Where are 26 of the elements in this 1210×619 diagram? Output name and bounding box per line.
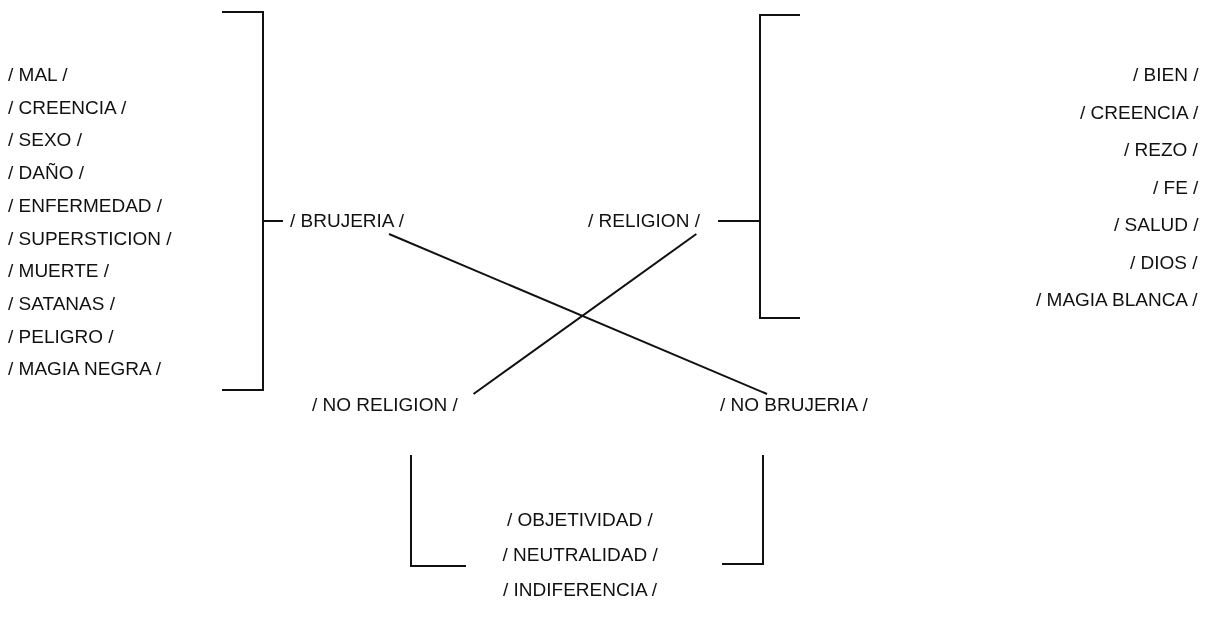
term-label: / BRUJERIA /: [290, 210, 405, 232]
list-item: / INDIFERENCIA /: [503, 579, 658, 601]
term-label: / NO RELIGION /: [312, 394, 458, 416]
term-label: / RELIGION /: [588, 210, 700, 232]
list-item: / REZO /: [1124, 139, 1198, 161]
list-item: / MAL /: [8, 64, 68, 86]
list-item: / CREENCIA /: [1080, 101, 1199, 124]
list-item: / SUPERSTICION /: [8, 227, 172, 250]
list-item: / DAÑO /: [8, 162, 84, 185]
list-item: / MAGIA BLANCA /: [1036, 289, 1198, 311]
list-item: / NEUTRALIDAD /: [502, 544, 658, 566]
list-item: / SATANAS /: [8, 292, 115, 315]
list-item: / ENFERMEDAD /: [8, 194, 163, 217]
list-item: / SEXO /: [8, 129, 82, 152]
list-item: / MUERTE /: [8, 260, 109, 283]
connector-line: [472, 233, 698, 395]
list-item: / MAGIA NEGRA /: [8, 358, 162, 381]
list-item: / CREENCIA /: [8, 96, 127, 119]
list-item: / SALUD /: [1114, 214, 1199, 236]
list-item: / DIOS /: [1130, 251, 1198, 274]
list-item: / FE /: [1153, 176, 1199, 199]
term-label: / NO BRUJERIA /: [720, 394, 868, 416]
connector-line: [388, 233, 768, 395]
list-item: / OBJETIVIDAD /: [507, 509, 653, 531]
list-item: / PELIGRO /: [8, 325, 114, 348]
list-item: / BIEN /: [1133, 64, 1199, 86]
